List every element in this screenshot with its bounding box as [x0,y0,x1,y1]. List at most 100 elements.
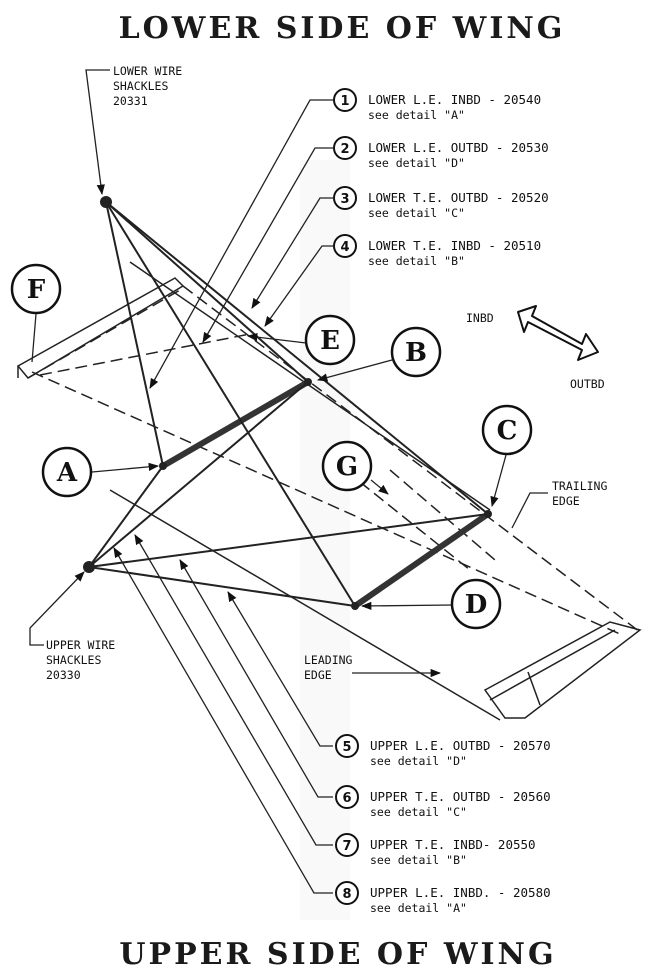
inboard-dash-2 [39,333,251,376]
wire-lower-le-outbd [105,201,356,607]
lower-shackles-label: LOWER WIRE SHACKLES 20331 [113,64,182,108]
detail-marker-c: C [481,404,533,456]
callout-7: 7 UPPER T.E. INBD- 20550 see detail "B" [335,833,536,867]
attach-point-a [159,462,167,470]
title-upper-side: UPPER SIDE OF WING [119,937,556,972]
svg-text:D: D [465,590,488,620]
svg-text:F: F [27,275,46,305]
detail-marker-g: G [321,440,373,492]
bracing-wires [88,201,489,607]
leader-a [91,462,160,473]
leader-1 [149,99,333,389]
svg-text:A: A [56,458,78,488]
svg-text:EDGE: EDGE [552,494,580,508]
svg-text:see detail "C": see detail "C" [368,206,465,220]
svg-text:see detail "A": see detail "A" [368,108,465,122]
svg-text:20330: 20330 [46,668,81,682]
leader-7 [134,534,333,846]
svg-text:see detail "C": see detail "C" [370,805,467,819]
wire-lower-te-inbd [105,201,309,383]
callout-8: 8 UPPER L.E. INBD. - 20580 see detail "A… [335,881,551,915]
wire-upper-le-inbd [88,465,164,568]
callout-1: 1 LOWER L.E. INBD - 20540 see detail "A" [333,88,541,122]
leader-6 [179,559,333,798]
svg-text:B: B [405,338,427,368]
callout-6: 6 UPPER T.E. OUTBD - 20560 see detail "C… [335,785,551,819]
svg-text:see detail "D": see detail "D" [368,156,465,170]
svg-text:C: C [497,416,518,446]
svg-text:LOWER L.E. INBD - 20540: LOWER L.E. INBD - 20540 [368,92,541,107]
attach-point-c [484,510,492,518]
svg-text:see detail "D": see detail "D" [370,754,467,768]
leader-5 [227,591,333,747]
upper-shackles-label: UPPER WIRE SHACKLES 20330 [46,638,115,682]
leader-e [246,332,307,344]
leader-c [490,454,507,508]
svg-text:TRAILING: TRAILING [552,479,607,493]
wire-lower-le-inbd [105,201,164,467]
leader-upper-shackles [29,571,85,646]
svg-text:see detail "B": see detail "B" [370,853,467,867]
svg-text:5: 5 [342,740,351,755]
g-dash-1 [389,469,496,561]
svg-text:4: 4 [340,240,349,255]
callout-2: 2 LOWER L.E. OUTBD - 20530 see detail "D… [333,136,549,170]
svg-text:1: 1 [340,94,349,109]
tip-detail [527,671,541,706]
svg-text:3: 3 [340,192,349,207]
svg-text:LOWER T.E. OUTBD - 20520: LOWER T.E. OUTBD - 20520 [368,190,549,205]
svg-text:UPPER T.E. OUTBD - 20560: UPPER T.E. OUTBD - 20560 [370,789,551,804]
svg-text:UPPER L.E. OUTBD - 20570: UPPER L.E. OUTBD - 20570 [370,738,551,753]
svg-text:LOWER T.E. INBD - 20510: LOWER T.E. INBD - 20510 [368,238,541,253]
leader-4 [264,245,333,327]
double-arrow-icon [517,305,599,361]
title-lower-side: LOWER SIDE OF WING [119,11,566,46]
strut-d-c [352,511,491,609]
wing-outline [16,261,642,721]
struts [160,379,491,609]
leading-edge-line [109,489,501,721]
svg-text:LOWER L.E. OUTBD - 20530: LOWER L.E. OUTBD - 20530 [368,140,549,155]
callout-5: 5 UPPER L.E. OUTBD - 20570 see detail "D… [335,734,551,768]
callout-3: 3 LOWER T.E. OUTBD - 20520 see detail "C… [333,186,549,220]
wire-upper-le-outbd [88,566,356,607]
attach-point-d [351,602,359,610]
svg-text:UPPER T.E. INBD- 20550: UPPER T.E. INBD- 20550 [370,837,536,852]
callout-leaders [29,69,548,894]
lower-shackle-point [100,196,112,208]
leading-edge-label: LEADING EDGE [304,653,353,682]
callout-4: 4 LOWER T.E. INBD - 20510 see detail "B" [333,234,541,268]
leader-2 [202,147,333,343]
leader-b [316,359,393,382]
detail-marker-a: A [41,446,93,498]
svg-text:see detail "B": see detail "B" [368,254,465,268]
leader-f [31,313,37,363]
detail-markers: F E B C A G D [10,263,533,630]
svg-text:OUTBD: OUTBD [570,377,605,391]
svg-text:7: 7 [342,839,351,854]
upper-shackle-point [83,561,95,573]
tip-rib [489,629,616,701]
trailing-edge-label: TRAILING EDGE [552,479,607,508]
svg-text:EDGE: EDGE [304,668,332,682]
leader-3 [251,197,333,309]
trailing-edge-line [129,261,491,511]
detail-marker-f: F [10,263,62,315]
wire-upper-te-inbd [88,381,309,568]
svg-text:see detail "A": see detail "A" [370,901,467,915]
svg-text:G: G [336,452,358,482]
svg-text:E: E [320,326,340,356]
svg-text:8: 8 [342,887,351,902]
direction-indicator: INBD OUTBD [466,305,605,391]
svg-text:LEADING: LEADING [304,653,353,667]
svg-text:UPPER WIRE: UPPER WIRE [46,638,115,652]
trailing-edge-dash [182,285,641,633]
leader-g [370,479,389,495]
svg-text:20331: 20331 [113,94,148,108]
svg-text:2: 2 [340,142,349,157]
leader-d [360,601,453,611]
strut-a-b [160,379,311,469]
detail-marker-e: E [304,314,356,366]
leader-8 [113,547,333,894]
